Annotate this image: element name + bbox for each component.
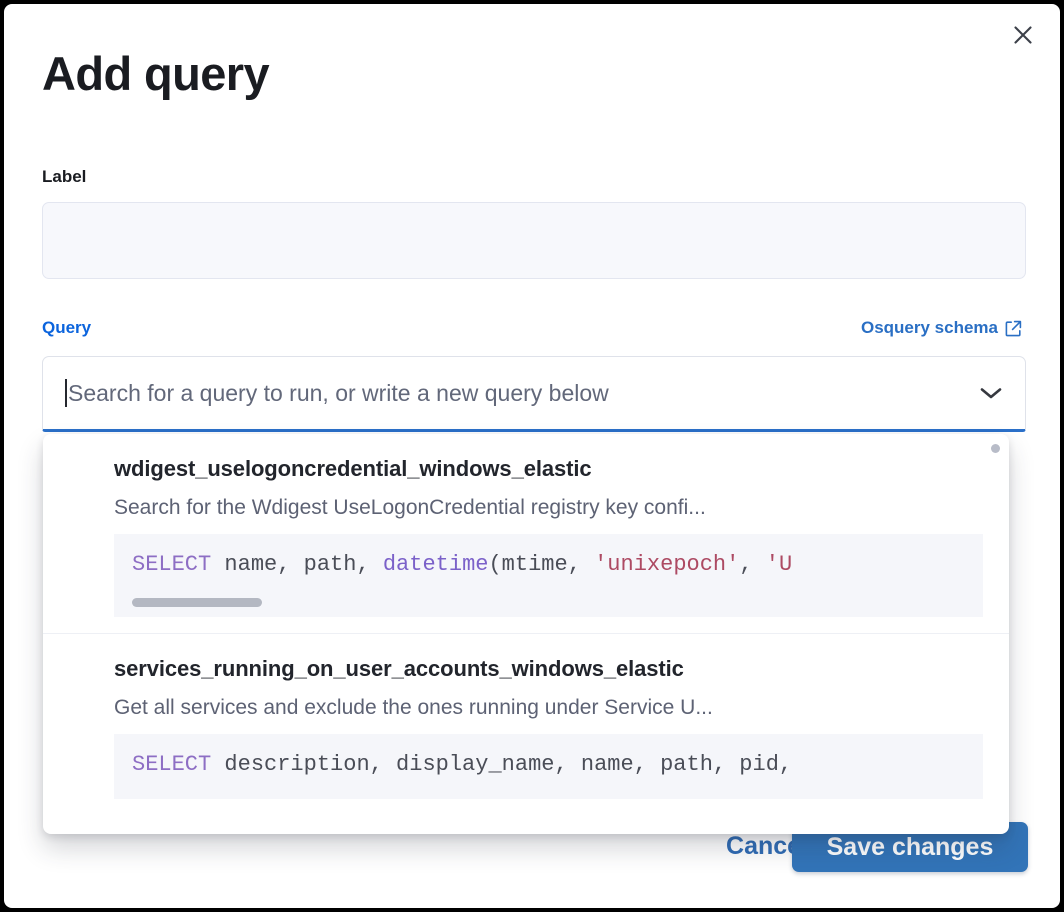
sql-token: SELECT [132,552,212,577]
add-query-dialog: Add query Label Query Osquery schema Sea… [4,4,1060,908]
text-caret [65,379,67,407]
sql-horizontal-scrollbar[interactable] [132,597,262,607]
query-suggestion-description: Get all services and exclude the ones ru… [114,695,713,719]
page-title: Add query [42,47,270,100]
sql-token: 'unixepoch' [594,552,740,577]
query-suggestion-title: services_running_on_user_accounts_window… [114,655,684,681]
query-suggestion-sql: SELECT description, display_name, name, … [114,733,983,800]
query-suggestion-item[interactable]: services_running_on_user_accounts_window… [43,632,1009,816]
sql-token: datetime [382,552,489,577]
sql-token: , [739,552,766,577]
sql-token: name, path, [211,552,383,577]
sql-token: SELECT [132,751,212,777]
query-search-combobox[interactable]: Search for a query to run, or write a ne… [42,356,1026,432]
label-input[interactable] [42,202,1026,279]
query-field-label: Query [42,318,92,337]
osquery-schema-link[interactable]: Osquery schema [861,318,1022,338]
chevron-down-icon[interactable] [977,384,1005,402]
query-suggestion-sql: SELECT name, path, datetime(mtime, 'unix… [114,534,983,617]
query-suggestion-title: wdigest_uselogoncredential_windows_elast… [114,456,592,481]
query-suggestions-list: wdigest_uselogoncredential_windows_elast… [43,434,1009,815]
close-icon-glyph [1014,26,1032,44]
sql-token: (mtime, [488,552,595,577]
dropdown-scrollbar-thumb[interactable] [991,444,1000,453]
external-link-icon [1005,320,1022,336]
close-icon[interactable] [1004,16,1042,54]
sql-token: 'U [765,552,793,577]
sql-code-spacer [132,779,983,789]
chevron-down-icon-glyph [980,388,1002,399]
sql-token: description, display_name, name, path, p… [211,751,793,777]
query-suggestions-dropdown[interactable]: wdigest_uselogoncredential_windows_elast… [43,434,1009,834]
query-search-input-placeholder: Search for a query to run, or write a ne… [68,379,609,406]
label-field-label: Label [42,167,87,186]
osquery-schema-link-label: Osquery schema [860,318,998,337]
query-suggestion-description: Search for the Wdigest UseLogonCredentia… [114,496,706,519]
query-suggestion-item[interactable]: wdigest_uselogoncredential_windows_elast… [43,434,1009,633]
